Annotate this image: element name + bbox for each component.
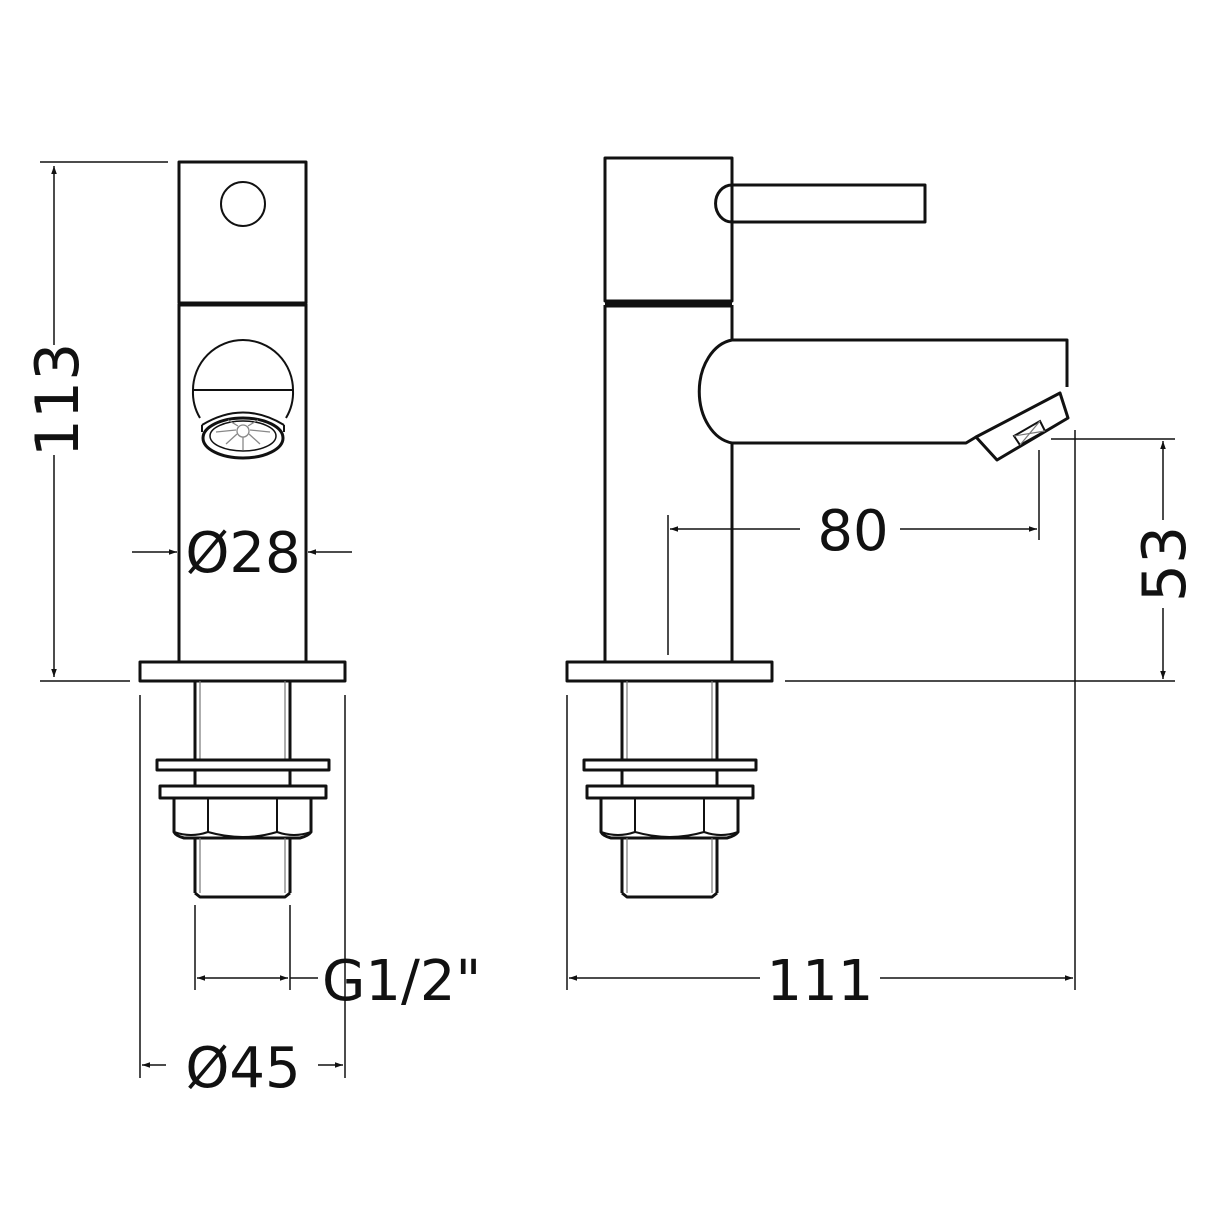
front-shank bbox=[193, 681, 292, 786]
handle-cap-circle bbox=[220, 181, 266, 227]
spout bbox=[697, 338, 1069, 445]
overall-depth-label: 111 bbox=[767, 949, 874, 1014]
front-base-flange bbox=[138, 660, 347, 683]
spout-aerator bbox=[974, 391, 1070, 462]
lever-handle bbox=[714, 183, 927, 224]
front-thread bbox=[193, 838, 292, 899]
front-spout-outlet bbox=[191, 339, 295, 460]
side-thread bbox=[620, 838, 719, 899]
dim-overall-depth: 111 bbox=[566, 695, 1073, 1014]
dim-connection-thread: G1/2" bbox=[194, 905, 481, 1014]
body-diameter-label: Ø28 bbox=[185, 521, 300, 586]
dim-spout-projection: 80 bbox=[667, 450, 1040, 655]
aerator-icon bbox=[215, 419, 271, 450]
front-body bbox=[177, 304, 308, 664]
side-shank bbox=[620, 681, 719, 786]
side-base-flange bbox=[565, 660, 774, 683]
side-handle-block bbox=[603, 156, 734, 303]
spout-height-label: 53 bbox=[1130, 526, 1200, 602]
dim-overall-height: 113 bbox=[23, 161, 168, 682]
front-backnut bbox=[172, 798, 313, 840]
dim-body-diameter: Ø28 bbox=[132, 521, 352, 586]
front-washer bbox=[155, 758, 331, 772]
overall-height-label: 113 bbox=[23, 343, 93, 458]
side-washer bbox=[582, 758, 758, 772]
front-handle-block bbox=[177, 160, 308, 305]
dim-spout-height: 53 bbox=[785, 430, 1200, 990]
spout-projection-label: 80 bbox=[817, 499, 888, 564]
front-backnut-flange bbox=[158, 784, 328, 800]
dim-base-diameter: Ø45 bbox=[139, 695, 346, 1101]
connection-thread-label: G1/2" bbox=[322, 949, 481, 1014]
base-diameter-label: Ø45 bbox=[185, 1036, 300, 1101]
side-backnut-flange bbox=[585, 784, 755, 800]
side-backnut bbox=[599, 798, 740, 840]
side-view bbox=[565, 156, 1070, 899]
front-view bbox=[138, 160, 347, 899]
